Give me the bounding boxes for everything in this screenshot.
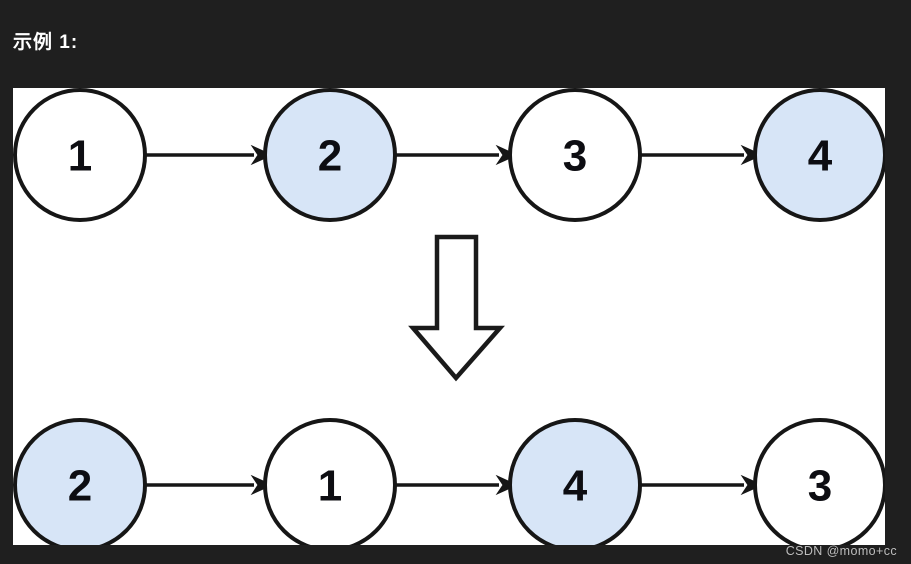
page-title: 示例 1: (13, 32, 79, 53)
bottom-row-edges (145, 474, 764, 496)
node-label: 4 (808, 132, 833, 181)
node-circle[interactable] (263, 418, 397, 545)
node-bottom-3[interactable]: 3 (753, 418, 885, 545)
node-label: 1 (68, 132, 92, 181)
node-circle[interactable] (13, 88, 147, 222)
diagram-panel: 1 2 3 4 (13, 88, 885, 545)
node-bottom-1[interactable]: 1 (263, 418, 397, 545)
node-circle[interactable] (753, 88, 885, 222)
node-label: 1 (318, 462, 342, 511)
node-circle[interactable] (263, 88, 397, 222)
node-label: 3 (808, 462, 832, 511)
linked-list-diagram: 1 2 3 4 (13, 88, 885, 545)
down-arrow-icon (408, 234, 505, 382)
node-circle[interactable] (508, 418, 642, 545)
node-label: 2 (318, 132, 342, 181)
node-label: 4 (563, 462, 588, 511)
node-circle[interactable] (508, 88, 642, 222)
node-circle[interactable] (753, 418, 885, 545)
node-top-3[interactable]: 4 (753, 88, 885, 222)
node-bottom-0[interactable]: 2 (13, 418, 147, 545)
transform-down-arrow (408, 234, 505, 382)
top-row-edges (145, 144, 764, 166)
node-label: 2 (68, 462, 92, 511)
node-label: 3 (563, 132, 587, 181)
watermark: CSDN @momo+cc (785, 544, 897, 558)
node-top-2[interactable]: 3 (508, 88, 642, 222)
node-bottom-2[interactable]: 4 (508, 418, 642, 545)
node-top-1[interactable]: 2 (263, 88, 397, 222)
node-circle[interactable] (13, 418, 147, 545)
node-top-0[interactable]: 1 (13, 88, 147, 222)
